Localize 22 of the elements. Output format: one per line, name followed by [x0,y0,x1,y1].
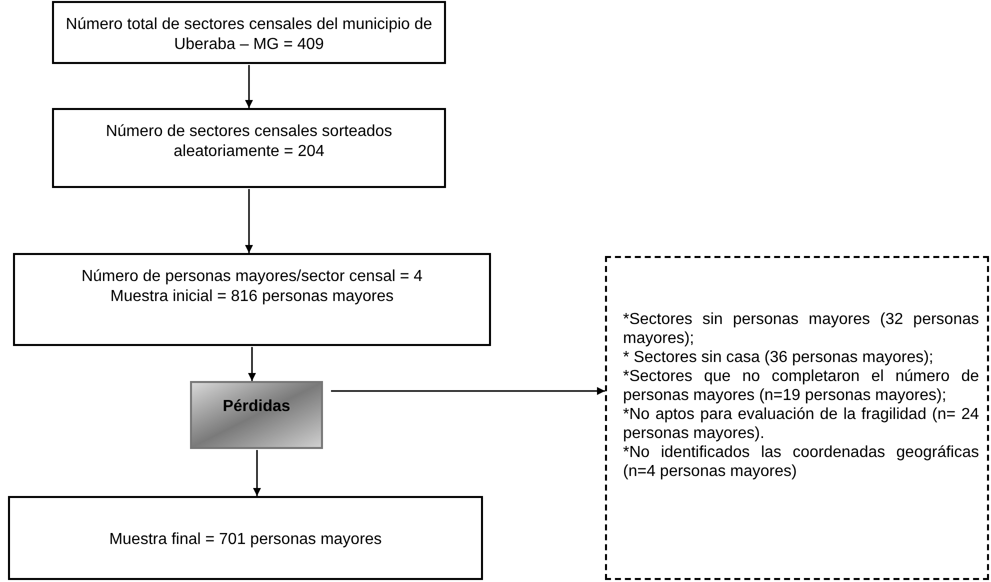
box-text: Número total de sectores censales del municipio de Uberaba – MG = 409 [64,15,434,55]
note-item: *Sectores sin personas mayores (32 personas mayores); [623,310,979,348]
process-box [52,1,446,64]
arrow [245,189,253,253]
arrow [331,387,605,395]
note-item: *Sectores que no completaron el número de personas mayores (n=19 personas mayores); [623,367,979,405]
box-text: Muestra inicial = 816 personas mayores [110,287,394,307]
box-text: Número de sectores censales sorteados aleatoriamente = 204 [104,122,394,162]
process-box [52,108,446,188]
box-text: Número de personas mayores/sector censal = 4 [81,267,423,287]
box-text: Muestra final = 701 personas mayores [109,530,382,550]
note-item: *No aptos para evaluación de la fragilidad (n= 24 personas mayores). [623,405,979,443]
process-box [13,253,491,346]
note-item: *No identificados las coordenadas geográficas (n=4 personas mayores) [623,443,979,481]
arrow [245,65,253,108]
note-box [605,256,989,580]
process-box [8,496,483,580]
note-item: * Sectores sin casa (36 personas mayores); [623,348,934,367]
box-text: Pérdidas [222,397,290,417]
arrow [253,450,261,496]
arrow [248,347,256,381]
process-box [190,381,323,449]
